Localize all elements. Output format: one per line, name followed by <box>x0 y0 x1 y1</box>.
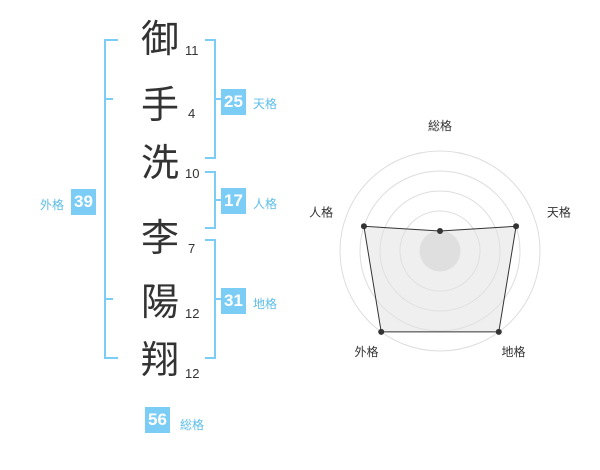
radar-polygon <box>363 225 517 333</box>
radar-grid-ring-5 <box>339 150 541 352</box>
radar-point-3 <box>495 328 502 335</box>
name-char-5: 陽 <box>140 280 179 324</box>
stroke-count-4: 7 <box>188 241 196 256</box>
radar-axis-label-3: 地格 <box>501 344 525 359</box>
stroke-count-6: 12 <box>185 366 200 381</box>
radar-axis-label-2: 天格 <box>547 204 571 219</box>
soukaku-label: 総格 <box>180 418 205 432</box>
soukaku-value: 56 <box>145 407 170 433</box>
jinkaku-label: 人格 <box>253 197 278 211</box>
gaikaku-bracket <box>104 39 118 359</box>
stroke-count-2: 4 <box>188 106 196 121</box>
chikaku-value: 31 <box>221 288 246 314</box>
name-char-6: 翔 <box>140 338 179 382</box>
name-char-3: 洗 <box>140 141 179 185</box>
tenkaku-value: 25 <box>221 89 246 115</box>
tenkaku-label: 天格 <box>253 97 278 111</box>
chikaku-label: 地格 <box>253 297 278 311</box>
name-char-1: 御 <box>140 17 179 61</box>
radar-axis-label-4: 外格 <box>355 344 379 359</box>
name-char-2: 手 <box>140 83 179 127</box>
gaikaku-value: 39 <box>71 189 96 215</box>
radar-point-4 <box>378 328 385 335</box>
radar-axis-label-5: 人格 <box>309 204 333 219</box>
radar-axis-label-1: 総格 <box>428 118 452 133</box>
radar-point-2 <box>513 223 520 230</box>
radar-point-1 <box>437 228 443 234</box>
jinkaku-value: 17 <box>221 188 246 214</box>
stroke-count-5: 12 <box>185 306 200 321</box>
radar-point-5 <box>360 223 367 230</box>
gaikaku-label: 外格 <box>40 198 65 212</box>
name-char-4: 李 <box>140 216 179 260</box>
stroke-count-3: 10 <box>185 166 200 181</box>
stroke-count-1: 11 <box>185 43 199 58</box>
